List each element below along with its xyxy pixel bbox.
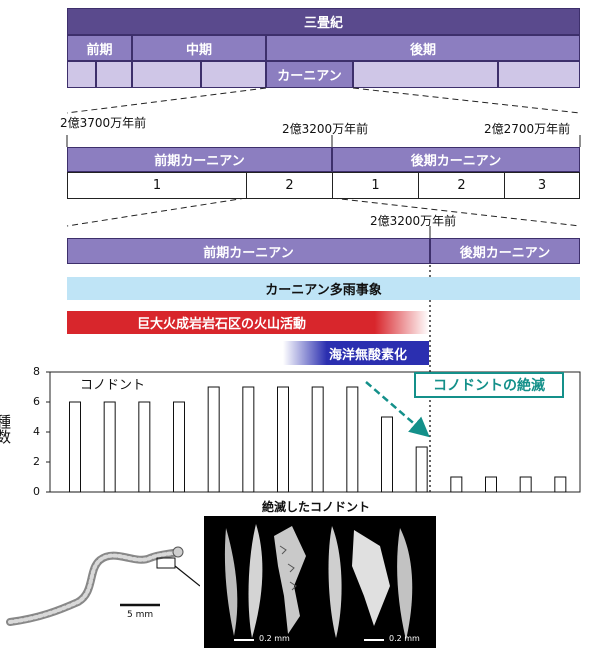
event-carnian-pluvial: カーニアン多雨事象: [67, 277, 580, 300]
y-tick-label: 4: [33, 425, 40, 438]
conodont-bar: [485, 476, 497, 493]
photo-scale-left: 0.2 mm: [259, 634, 290, 643]
photos-caption: 絶滅したコノドント: [262, 500, 371, 514]
substage-early-carnian: 前期カーニアン: [67, 147, 332, 172]
epoch-early: 前期: [67, 35, 132, 61]
y-tick-label: 2: [33, 455, 40, 468]
detail-early-carnian: 前期カーニアン: [67, 238, 430, 264]
subdivision-label: 3: [537, 178, 547, 193]
series-label: コノドント: [80, 378, 146, 393]
event-anoxia-label: 海洋無酸素化: [328, 347, 407, 363]
extinction-callout: コノドントの絶滅: [414, 372, 564, 398]
conodont-bar: [69, 401, 81, 493]
substage-early-label: 前期カーニアン: [154, 154, 245, 169]
event-volcanism-label: 巨大火成岩岩石区の火山活動: [137, 317, 307, 332]
conodont-bar: [103, 401, 116, 493]
conodont-bar: [519, 476, 532, 493]
animal-scale-label: 5 mm: [127, 610, 154, 620]
substage-late-carnian: 後期カーニアン: [332, 147, 580, 172]
stage-carnian-label: カーニアン: [277, 69, 342, 84]
photo-scale-right: 0.2 mm: [389, 634, 420, 643]
y-axis-label: 種数: [0, 414, 12, 444]
conodont-bar: [242, 386, 255, 493]
subdivision-cell: 1: [332, 172, 419, 199]
date-boundary: 2億3200万年前: [370, 214, 457, 228]
conodont-bar: [415, 446, 428, 493]
conodont-bar: [381, 416, 393, 493]
stage-cell: [67, 61, 96, 88]
stage-cell: [201, 61, 266, 88]
conodont-bar: [207, 386, 220, 493]
stage-cell: [96, 61, 132, 88]
stage-carnian: カーニアン: [266, 61, 353, 88]
event-volcanism: 巨大火成岩岩石区の火山活動: [67, 311, 429, 334]
epoch-early-label: 前期: [86, 42, 113, 58]
extinction-callout-label: コノドントの絶滅: [433, 378, 545, 394]
period-bar-triassic: 三畳紀: [67, 8, 580, 35]
conodont-bar: [173, 401, 185, 493]
subdivision-cell: 2: [246, 172, 333, 199]
subdivision-label: 2: [285, 178, 294, 193]
event-ocean-anoxia: 海洋無酸素化: [283, 341, 429, 365]
epoch-middle-label: 中期: [185, 42, 212, 58]
date-232ma: 2億3200万年前: [282, 122, 369, 136]
conodont-bar-chart: [46, 371, 581, 493]
epoch-late-label: 後期: [409, 42, 436, 58]
chart-bars: [69, 386, 567, 493]
detail-late-label: 後期カーニアン: [459, 245, 551, 261]
conodont-bar: [450, 476, 463, 493]
conodont-fossil-photo: [204, 516, 436, 648]
event-rain-label: カーニアン多雨事象: [265, 283, 382, 298]
subdivision-label: 1: [152, 178, 162, 193]
y-tick-label: 0: [33, 485, 40, 498]
date-237ma: 2億3700万年前: [60, 116, 147, 130]
period-label: 三畳紀: [303, 16, 343, 31]
conodont-animal-illustration: [6, 546, 200, 626]
conodont-bar: [277, 386, 289, 493]
subdivision-label: 1: [371, 178, 380, 193]
substage-late-label: 後期カーニアン: [410, 154, 502, 169]
subdivision-cell: 3: [504, 172, 580, 199]
extinction-arrow: [365, 381, 430, 438]
conodont-elements-image: [224, 524, 413, 641]
conodont-bar: [346, 386, 359, 493]
conodont-bar: [554, 476, 567, 493]
subdivision-cell: 2: [418, 172, 505, 199]
y-tick-label: 8: [33, 365, 40, 378]
epoch-late: 後期: [266, 35, 580, 61]
date-227ma: 2億2700万年前: [484, 122, 571, 136]
epoch-middle: 中期: [132, 35, 266, 61]
conodont-bar: [138, 401, 151, 493]
stage-cell: [353, 61, 498, 88]
conodont-bar: [311, 386, 324, 493]
detail-early-label: 前期カーニアン: [203, 245, 294, 261]
stage-cell: [132, 61, 201, 88]
y-tick-label: 6: [33, 395, 40, 408]
detail-late-carnian: 後期カーニアン: [430, 238, 580, 264]
stage-cell: [498, 61, 580, 88]
subdivision-label: 2: [457, 178, 466, 193]
